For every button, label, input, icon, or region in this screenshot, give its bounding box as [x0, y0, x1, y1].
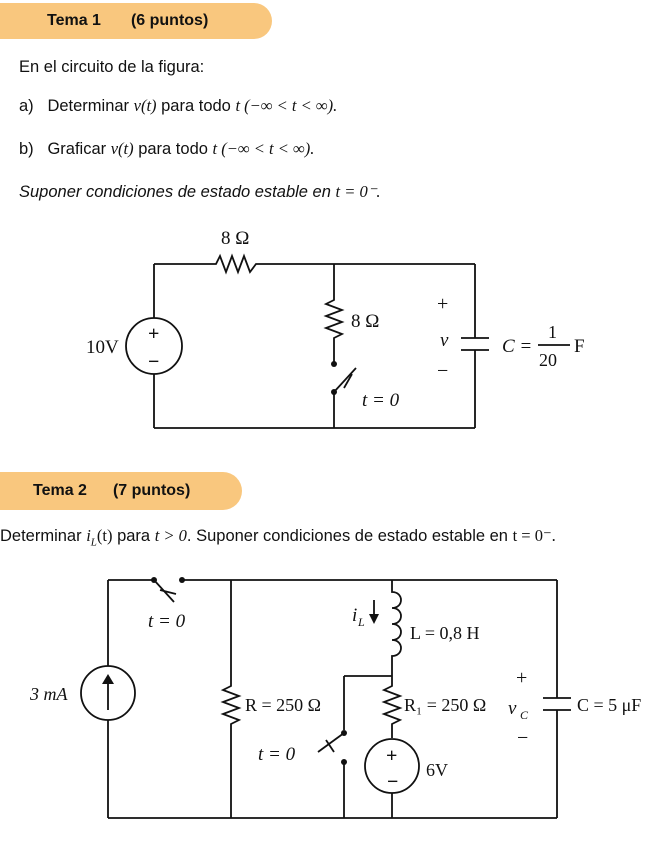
- statement-var: i: [86, 526, 91, 545]
- item-a-text: Determinar: [47, 97, 134, 115]
- c2-r1-label: R₁ = 250 Ω: [404, 695, 486, 715]
- item-b-range: t (−∞ < t < ∞).: [212, 139, 315, 158]
- c2-il-label: i: [352, 605, 357, 626]
- item-a-label: a): [19, 97, 34, 115]
- c2-switch-bottom-arrow: [325, 739, 335, 753]
- tema1-title: Tema 1: [47, 12, 101, 29]
- item-b-label: b): [19, 140, 34, 158]
- c1-voltage-source: [125, 317, 183, 375]
- statement-f: t = 0⁻.: [512, 526, 556, 545]
- statement-c: para: [112, 527, 155, 545]
- steady-math: t = 0⁻.: [335, 182, 381, 201]
- c1-switch-blade: [333, 367, 357, 393]
- c1-source-label: 10V: [86, 337, 119, 358]
- tema1-item-b: b) Graficar v(t) para todo t (−∞ < t < ∞…: [19, 139, 314, 159]
- statement-d: t > 0: [154, 526, 187, 545]
- c2-capacitor: [543, 697, 571, 711]
- tema1-header: Tema 1 (6 puntos): [0, 3, 272, 39]
- item-b-var: v(t): [110, 139, 134, 158]
- c1-source-minus: −: [148, 351, 159, 373]
- c2-switch-top-right-dot: [179, 577, 185, 583]
- c2-vsrc-plus: +: [386, 745, 397, 767]
- c1-top-wire: [154, 253, 475, 275]
- c2-il-sub: L: [357, 615, 365, 629]
- tema1-points: (6 puntos): [130, 12, 209, 29]
- item-a-range: t (−∞ < t < ∞).: [235, 96, 338, 115]
- c1-v-minus: −: [437, 360, 448, 382]
- c1-v-label: v: [440, 330, 449, 351]
- c2-c-label: C = 5 μF: [577, 695, 641, 715]
- c2-switch-top-label: t = 0: [148, 611, 186, 632]
- c2-l-label: L = 0,8 H: [410, 623, 479, 643]
- c1-r-mid-label: 8 Ω: [351, 311, 379, 332]
- statement-sub: L: [90, 536, 97, 549]
- steady-text: Suponer condiciones de estado estable en: [19, 183, 336, 201]
- statement-a: Determinar: [0, 527, 87, 545]
- item-b-mid: para todo: [133, 140, 213, 158]
- tema1-intro: En el circuito de la figura:: [19, 58, 205, 76]
- tema1-steady: Suponer condiciones de estado estable en…: [19, 182, 381, 202]
- c2-vc-plus: +: [516, 667, 527, 689]
- c2-current-arrow-head: [102, 674, 114, 684]
- tema1-item-a: a) Determinar v(t) para todo t (−∞ < t <…: [19, 96, 337, 116]
- c1-switch-arrow: [343, 373, 353, 389]
- c1-source-plus: +: [148, 323, 159, 345]
- c2-r-branch: [220, 580, 242, 818]
- statement-b: (t): [96, 526, 113, 545]
- c1-c-unit: F: [574, 336, 585, 357]
- c1-c-num: 1: [548, 322, 557, 342]
- c1-capacitor: [461, 337, 489, 351]
- c2-il-arrow-head: [369, 614, 379, 624]
- c2-vc-label: v: [508, 698, 517, 719]
- c1-switch-top-dot: [331, 361, 337, 367]
- c2-inductor: [391, 580, 402, 676]
- c1-mid-resistor: [323, 264, 345, 362]
- c2-current-source: [80, 665, 136, 721]
- c2-vc-sub: C: [520, 708, 529, 722]
- statement-e: . Suponer condiciones de estado estable …: [186, 527, 513, 545]
- tema2-statement: Determinar iL(t) para t > 0. Suponer con…: [0, 526, 556, 548]
- c2-vc-minus: −: [517, 727, 528, 749]
- c2-vsrc-minus: −: [387, 771, 398, 793]
- circuit-2: t = 0 3 mA R = 250 Ω i L L = 0,8 H R₁ = …: [29, 577, 641, 819]
- c2-r-label: R = 250 Ω: [245, 695, 321, 715]
- tema2-points: (7 puntos): [112, 482, 191, 499]
- c1-v-plus: +: [437, 293, 448, 315]
- tema2-header: Tema 2 (7 puntos): [0, 472, 242, 510]
- c2-switch-top-arrow: [159, 589, 177, 595]
- circuit-1: 8 Ω 8 Ω 10V + − + v − C = 1 20 F t = 0: [86, 228, 585, 429]
- c2-switch-bottom-label: t = 0: [258, 744, 296, 765]
- c1-c-den: 20: [539, 350, 557, 370]
- c2-current-src-label: 3 mA: [29, 684, 68, 704]
- item-b-text: Graficar: [47, 140, 111, 158]
- c1-switch-label: t = 0: [362, 390, 400, 411]
- item-a-mid: para todo: [156, 97, 236, 115]
- c2-vsrc-label: 6V: [426, 760, 448, 780]
- c1-r-top-label: 8 Ω: [221, 228, 249, 249]
- c2-switch-bottom-blade: [317, 732, 345, 753]
- c1-c-label: C =: [502, 336, 532, 357]
- item-a-var: v(t): [133, 96, 157, 115]
- tema2-title: Tema 2: [33, 482, 87, 499]
- c2-r1: [381, 676, 403, 738]
